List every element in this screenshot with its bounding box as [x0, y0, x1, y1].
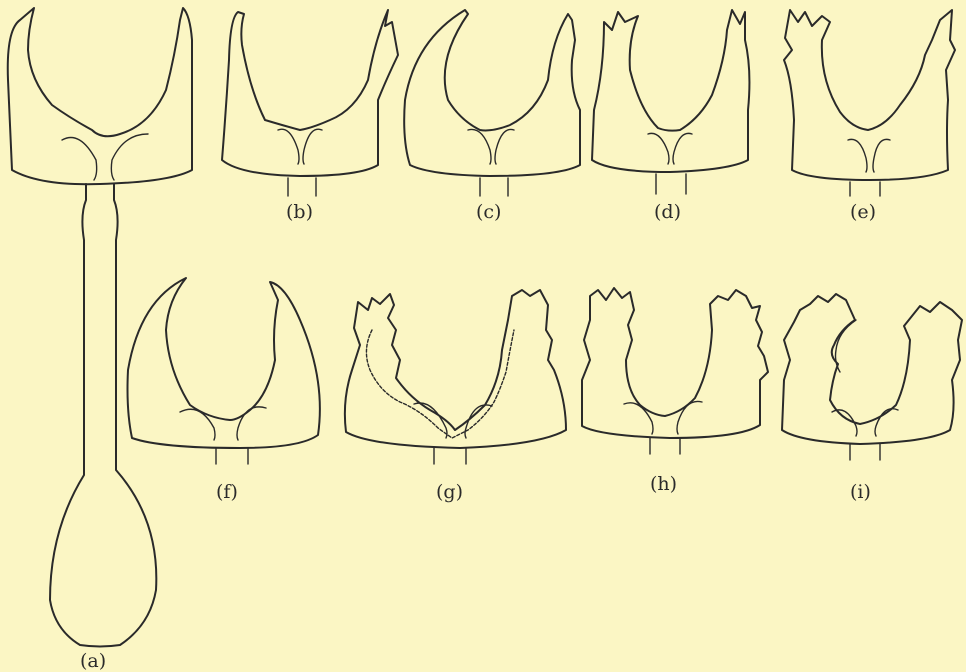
- panel-d: (d): [592, 10, 749, 223]
- panel-a: (a): [8, 8, 192, 672]
- label-b: (b): [286, 201, 313, 223]
- label-a: (a): [80, 650, 106, 672]
- label-h: (h): [650, 473, 677, 495]
- panel-e: (e): [784, 10, 955, 223]
- panel-c: (c): [404, 10, 580, 223]
- panel-h: (h): [582, 288, 768, 495]
- panel-g: (g): [345, 290, 566, 503]
- label-c: (c): [476, 201, 501, 223]
- label-e: (e): [850, 201, 876, 223]
- panel-i: (i): [782, 294, 962, 503]
- label-i: (i): [850, 481, 871, 503]
- label-g: (g): [436, 481, 463, 503]
- label-d: (d): [654, 201, 681, 223]
- panel-f: (f): [128, 278, 320, 503]
- panel-b: (b): [222, 10, 398, 223]
- label-f: (f): [216, 481, 238, 503]
